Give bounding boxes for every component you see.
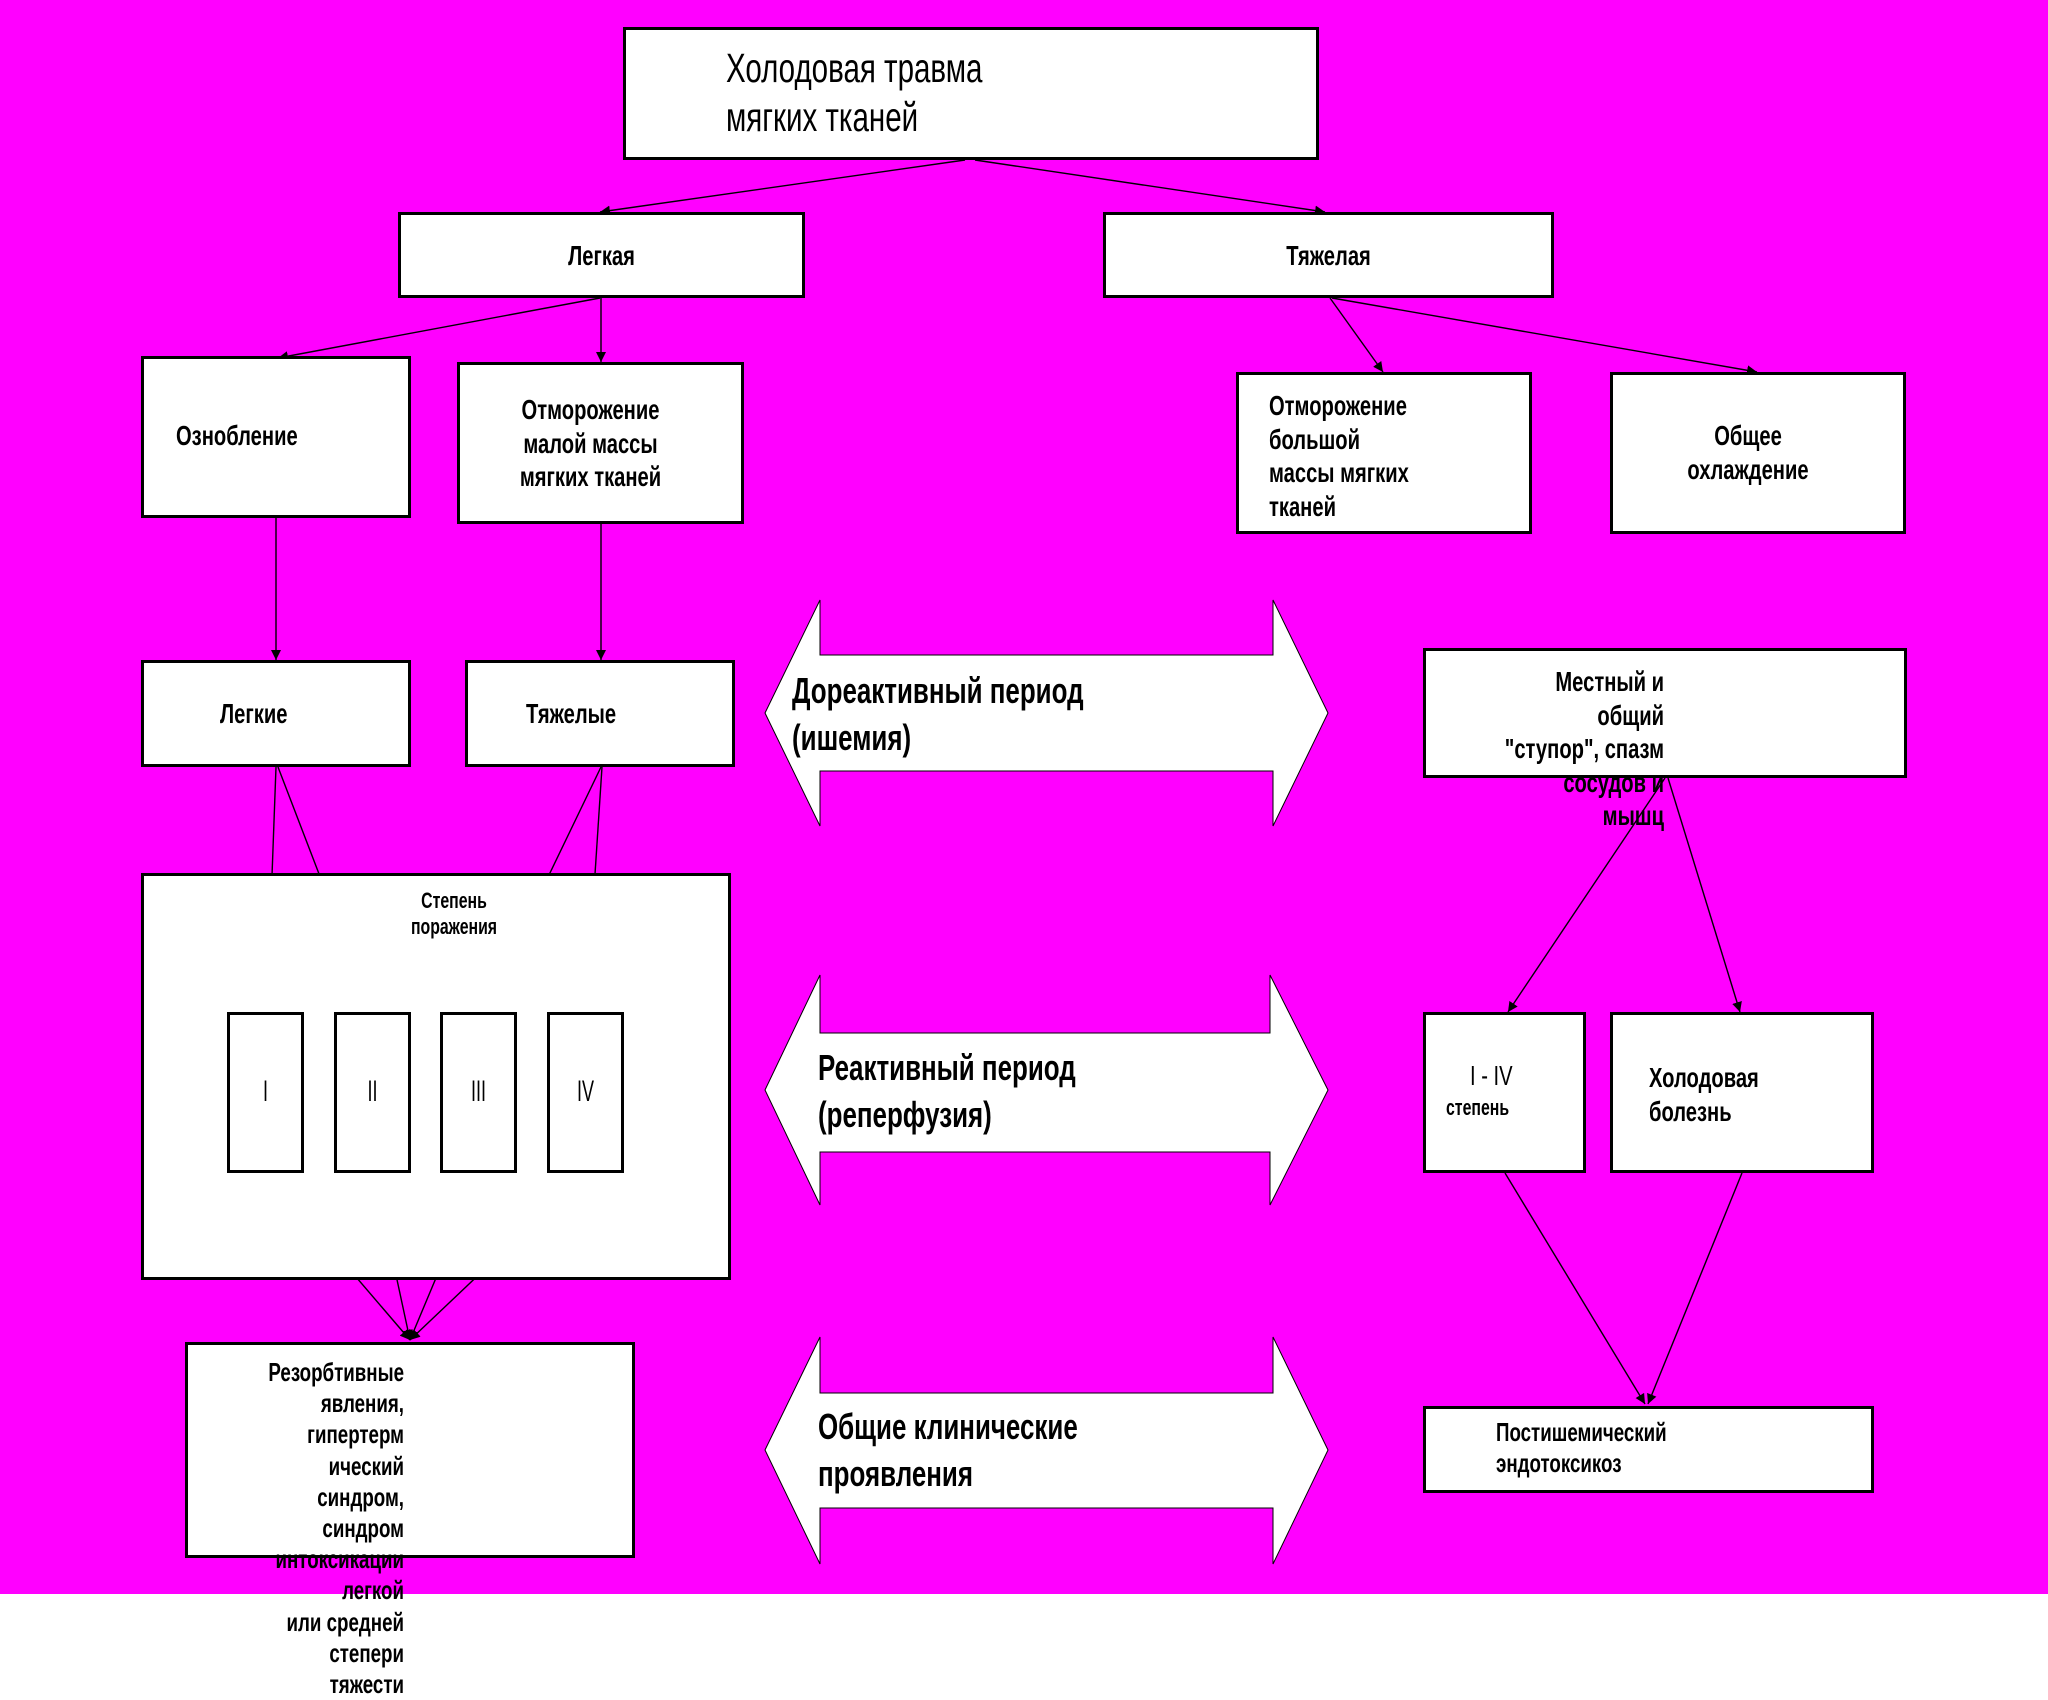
connector-severe-frostbite-large [1329,297,1384,373]
node-cold-disease-label: Холодовая болезнь [1649,1062,1759,1127]
connector-severe-cooling [1331,297,1758,376]
period-arrow-clinical [764,1336,1329,1565]
node-severe: Тяжелая [1103,212,1554,298]
node-light: Легкие [141,660,411,767]
degree-box-1: I [227,1012,304,1173]
node-frostbite-large-label: Отморожение большой массы мягких тканей [1269,390,1409,522]
node-general-cooling-label: Общее охлаждение [1687,420,1809,485]
node-chill: Ознобление [141,356,411,518]
period-label-prereactive: Дореактивный период (ишемия) [792,670,1084,758]
node-cold-disease: Холодовая болезнь [1610,1012,1874,1173]
degree-word-label: степень [1446,1095,1510,1120]
node-mild: Легкая [398,212,805,298]
connector-cold-disease-endotoxicosis [1647,1172,1743,1405]
degree-range-label: I - IV [1470,1060,1513,1091]
period-label-clinical: Общие клинические проявления [818,1406,1078,1494]
node-severe-label: Тяжелая [1286,240,1371,271]
node-resorptive-label: Резорбтивные явления, гипертерм ический … [268,1357,404,1699]
degree-box-3: III [440,1012,517,1173]
node-heavy: Тяжелые [465,660,735,767]
node-frostbite-small-label: Отморожение малой массы мягких тканей [519,394,662,493]
node-root: Холодовая травма мягких тканей [623,27,1319,160]
node-frostbite-small: Отморожение малой массы мягких тканей [457,362,744,524]
degree-label-4: IV [576,1075,595,1108]
connector-root-severe [974,159,1326,216]
degree-label-1: I [262,1075,269,1108]
period-label-reactive: Реактивный период (реперфузия) [818,1047,1076,1135]
node-root-label: Холодовая травма мягких тканей [726,45,983,141]
period-arrow-reactive [764,974,1329,1206]
node-frostbite-large: Отморожение большой массы мягких тканей [1236,372,1532,534]
period-arrow-prereactive [764,599,1329,827]
degree-caption: Степень поражения [410,888,498,940]
connector-degree-range-endotoxicosis [1504,1172,1646,1405]
connector-stupor-cold-disease [1667,777,1742,1013]
node-heavy-label: Тяжелые [526,698,617,729]
node-resorptive: Резорбтивные явления, гипертерм ический … [185,1342,635,1699]
connector-mild-chill [277,297,601,362]
node-light-label: Легкие [220,698,288,729]
node-endotoxicosis-label: Постишемический эндотоксикоз [1496,1417,1667,1479]
degree-container: Степень поражения [141,873,731,1280]
degree-box-4: IV [547,1012,624,1173]
node-stupor: Местный и общий "ступор", спазм сосудов … [1423,648,1907,831]
degree-label-3: III [470,1075,486,1108]
node-endotoxicosis: Постишемический эндотоксикоз [1423,1406,1874,1493]
node-general-cooling: Общее охлаждение [1610,372,1906,534]
connector-stupor-degree-range [1507,777,1666,1013]
degree-box-2: II [334,1012,411,1173]
node-stupor-label: Местный и общий "ступор", спазм сосудов … [1504,666,1664,832]
node-chill-label: Ознобление [176,420,298,451]
node-mild-label: Легкая [568,240,635,271]
degree-label-2: II [367,1075,378,1108]
connector-root-mild [599,159,966,216]
node-degree-range: I - IV степень [1423,1012,1586,1173]
